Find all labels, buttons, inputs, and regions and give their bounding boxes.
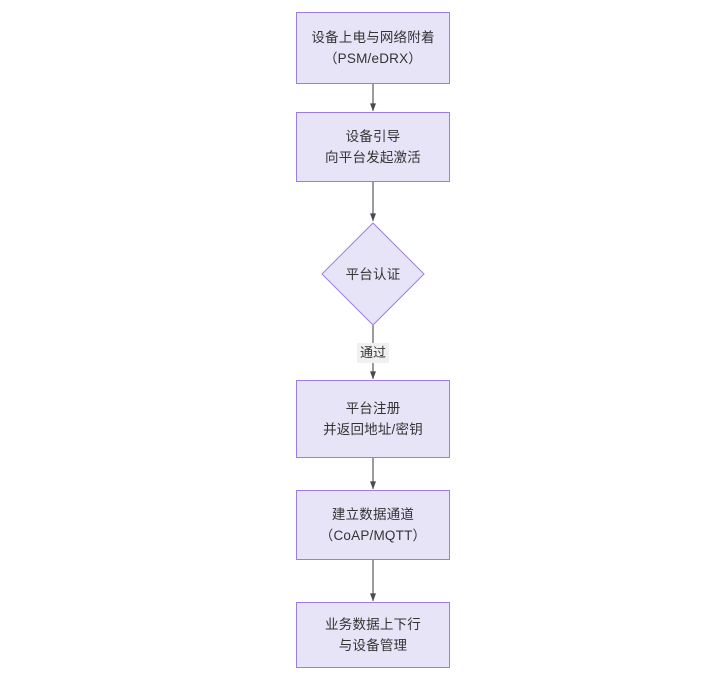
node-power-on[interactable]: 设备上电与网络附着 （PSM/eDRX） [296,12,450,84]
node-business-data[interactable]: 业务数据上下行 与设备管理 [296,602,450,668]
node-platform-auth[interactable]: 平台认证 [321,222,425,326]
node-platform-register[interactable]: 平台注册 并返回地址/密钥 [296,380,450,458]
node-platform-auth-label: 平台认证 [345,266,401,282]
node-bootstrap-line1: 设备引导 [345,129,401,144]
node-bootstrap-line2: 向平台发起激活 [325,150,421,165]
node-data-channel-line1: 建立数据通道 [331,507,415,522]
diamond-shape [321,222,425,326]
node-platform-register-line2: 并返回地址/密钥 [323,422,423,437]
node-data-channel[interactable]: 建立数据通道 （CoAP/MQTT） [296,490,450,560]
node-power-on-line1: 设备上电与网络附着 [311,30,435,45]
node-business-data-line2: 与设备管理 [338,638,408,653]
node-data-channel-line2: （CoAP/MQTT） [319,528,427,543]
node-platform-register-line1: 平台注册 [345,401,401,416]
edge-label-pass: 通过 [356,343,390,363]
node-bootstrap[interactable]: 设备引导 向平台发起激活 [296,112,450,182]
node-business-data-line1: 业务数据上下行 [325,617,421,632]
node-power-on-line2: （PSM/eDRX） [323,51,423,66]
